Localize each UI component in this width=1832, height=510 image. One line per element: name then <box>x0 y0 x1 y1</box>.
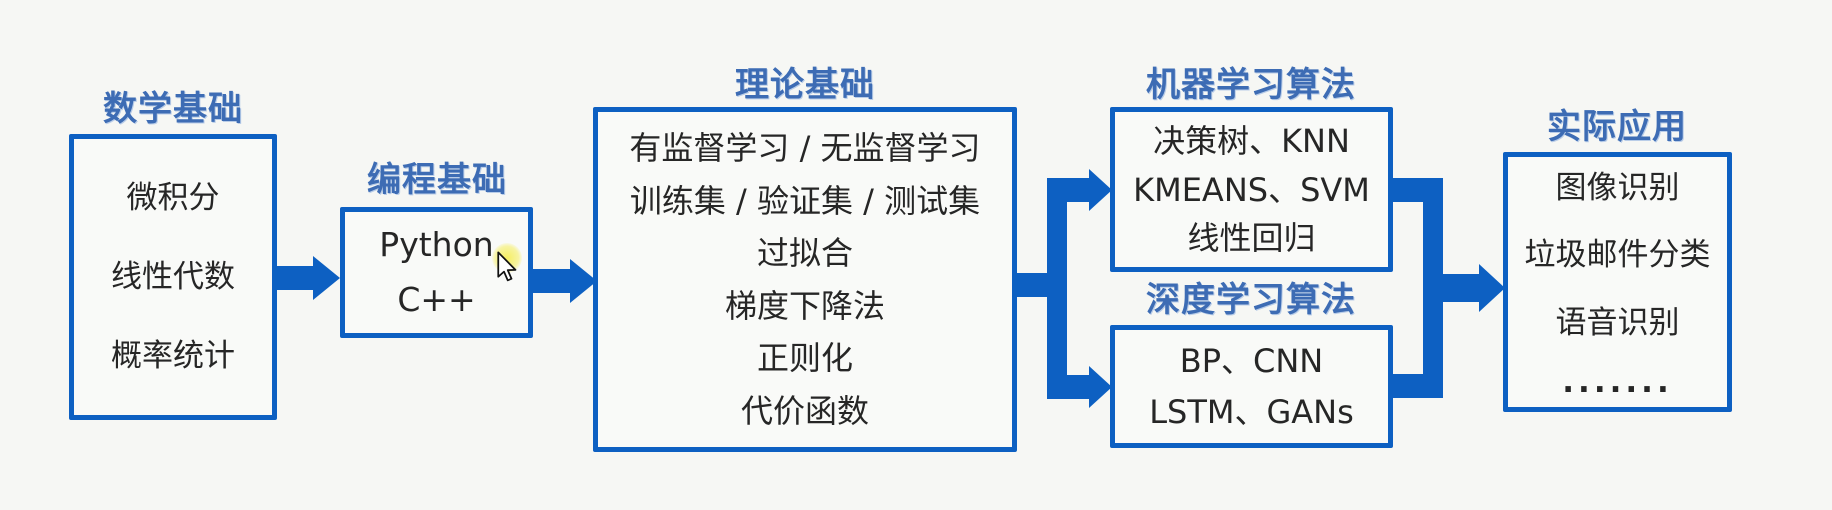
merge-output-shaft <box>1443 274 1480 302</box>
app-item-ellipsis: ....... <box>1562 363 1673 400</box>
column-title-ml-algorithms: 机器学习算法 <box>1146 65 1356 105</box>
column-title-programming: 编程基础 <box>367 160 507 200</box>
math-item-linear-algebra: 线性代数 <box>111 259 235 295</box>
theory-item-cost-function: 代价函数 <box>740 391 869 430</box>
app-item-spam-classification: 垃圾邮件分类 <box>1524 237 1711 274</box>
dl-item-bp-cnn: BP、CNN <box>1179 342 1324 380</box>
arrow-shaft <box>533 269 571 293</box>
arrow-head-icon <box>1479 264 1505 312</box>
theory-item-overfitting: 过拟合 <box>756 234 853 273</box>
column-title-theory: 理论基础 <box>735 65 875 105</box>
merge-vertical-bar <box>1423 178 1443 398</box>
dl-item-lstm-gans: LSTM、GANs <box>1149 393 1354 431</box>
box-applications: 图像识别 垃圾邮件分类 语音识别 ....... <box>1503 152 1732 412</box>
theory-item-gradient-descent: 梯度下降法 <box>724 286 885 325</box>
arrow-head-icon <box>313 256 340 300</box>
app-item-speech-recognition: 语音识别 <box>1555 304 1680 341</box>
box-ml-algorithms: 决策树、KNN KMEANS、SVM 线性回归 <box>1110 107 1393 272</box>
theory-item-train-val-test: 训练集 / 验证集 / 测试集 <box>629 181 981 220</box>
ml-item-tree-knn: 决策树、KNN <box>1153 121 1350 160</box>
column-title-dl-algorithms: 深度学习算法 <box>1146 280 1356 320</box>
app-item-image-recognition: 图像识别 <box>1555 170 1680 206</box>
theory-item-regularization: 正则化 <box>756 339 853 378</box>
programming-item-cpp: C++ <box>397 279 476 319</box>
math-item-calculus: 微积分 <box>126 180 220 216</box>
box-math-foundation: 微积分 线性代数 概率统计 <box>69 134 277 420</box>
math-item-probability: 概率统计 <box>111 338 235 374</box>
split-vertical-bar <box>1047 178 1067 399</box>
column-title-applications: 实际应用 <box>1547 107 1687 147</box>
box-dl-algorithms: BP、CNN LSTM、GANs <box>1110 325 1393 448</box>
box-theory-foundation: 有监督学习 / 无监督学习 训练集 / 验证集 / 测试集 过拟合 梯度下降法 … <box>593 107 1017 452</box>
split-bottom-shaft <box>1067 375 1090 399</box>
ml-item-linear-regression: 线性回归 <box>1187 219 1316 258</box>
theory-item-supervised-unsupervised: 有监督学习 / 无监督学习 <box>629 129 981 168</box>
split-top-shaft <box>1067 178 1090 202</box>
arrow-shaft <box>277 266 314 290</box>
mouse-cursor-icon <box>497 251 517 282</box>
arrow-head-icon <box>1089 169 1112 211</box>
ml-item-kmeans-svm: KMEANS、SVM <box>1133 170 1370 209</box>
arrow-head-icon <box>570 259 597 303</box>
programming-item-python: Python <box>379 225 494 265</box>
column-title-math: 数学基础 <box>103 89 243 129</box>
arrow-head-icon <box>1089 366 1112 408</box>
